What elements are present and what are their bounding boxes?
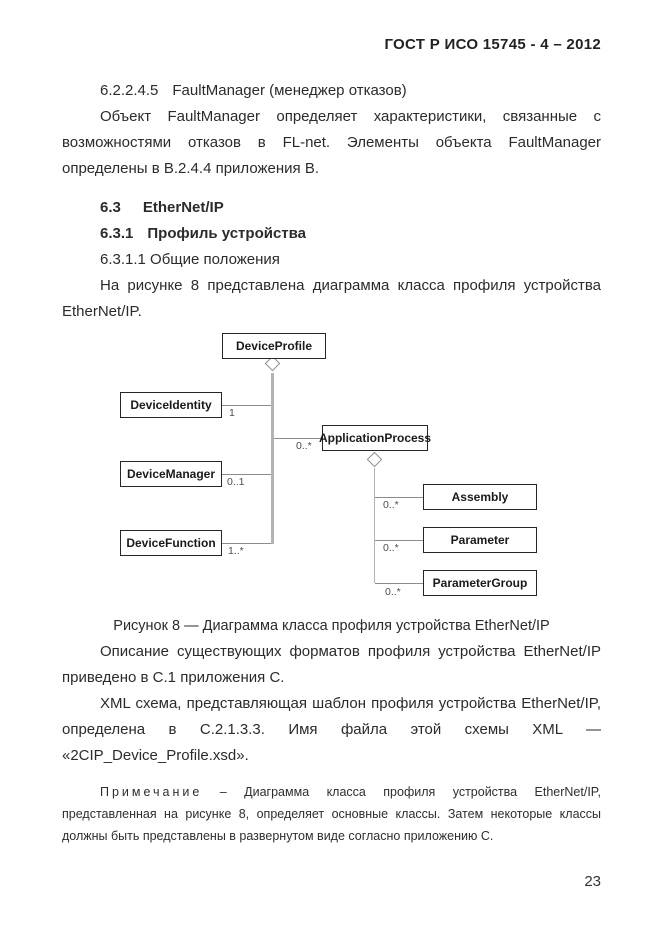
class-box-device-function: DeviceFunction — [120, 530, 222, 556]
multiplicity-label-device-function: 1..* — [228, 545, 244, 557]
section-title: Профиль устройства — [147, 225, 307, 242]
class-box-parameter-group: ParameterGroup — [423, 570, 537, 596]
multiplicity-label-application-process: 0..* — [296, 440, 312, 452]
multiplicity-label-assembly: 0..* — [383, 499, 399, 511]
connector-line — [222, 543, 271, 544]
class-box-device-manager: DeviceManager — [120, 461, 222, 487]
paragraph-figure-intro: На рисунке 8 представлена диаграмма клас… — [62, 277, 601, 320]
class-box-device-profile: DeviceProfile — [222, 333, 326, 359]
multiplicity-label-device-manager: 0..1 — [227, 476, 245, 488]
class-box-device-identity: DeviceIdentity — [120, 392, 222, 418]
note-label: Примечание — [100, 785, 203, 799]
page-number: 23 — [584, 873, 601, 890]
section-heading-6-3-1: 6.3.1 Профиль устройства — [62, 221, 601, 247]
section-number: 6.3.1 — [100, 225, 134, 242]
section-number: 6.3 — [100, 199, 121, 216]
section-heading-6-2-2-4-5: 6.2.2.4.5 FaultManager (менеджер отказов) — [62, 78, 601, 104]
figure-caption: Рисунок 8 — Диаграмма класса профиля уст… — [113, 618, 550, 634]
aggregation-diamond-icon — [366, 451, 383, 468]
class-box-assembly: Assembly — [423, 484, 537, 510]
connector-line — [375, 540, 423, 541]
connector-line — [375, 497, 423, 498]
section-title: EtherNet/IP — [142, 199, 224, 216]
connector-line — [222, 405, 271, 406]
note-text: – Диаграмма класса профиля устройства Et… — [62, 785, 601, 843]
connector-line — [222, 474, 271, 475]
paragraph-formats: Описание существующих форматов профиля у… — [62, 643, 601, 686]
section-heading-6-3-1-1: 6.3.1.1 Общие положения — [100, 251, 280, 268]
uml-class-diagram: DeviceProfile DeviceIdentity Application… — [62, 333, 601, 601]
multiplicity-label-parameter-group: 0..* — [385, 586, 401, 598]
connector-line — [375, 583, 423, 584]
connector-trunk-line — [374, 468, 375, 583]
paragraph-xml-schema: XML схема, представляющая шаблон профиля… — [62, 695, 601, 764]
section-heading-6-3: 6.3 EtherNet/IP — [62, 195, 601, 221]
connector-line — [274, 438, 322, 439]
connector-trunk-line — [271, 373, 274, 544]
class-box-parameter: Parameter — [423, 527, 537, 553]
note-paragraph: Примечание – Диаграмма класса профиля ус… — [62, 781, 601, 847]
class-box-application-process: ApplicationProcess — [319, 425, 431, 451]
document-header: ГОСТ Р ИСО 15745 - 4 – 2012 — [384, 36, 601, 53]
paragraph-fault-manager: Объект FaultManager определяет характери… — [62, 108, 601, 177]
section-title: FaultManager (менеджер отказов) — [172, 82, 407, 99]
multiplicity-label-parameter: 0..* — [383, 542, 399, 554]
multiplicity-label-device-identity: 1 — [229, 407, 235, 419]
section-number: 6.2.2.4.5 — [100, 82, 159, 99]
